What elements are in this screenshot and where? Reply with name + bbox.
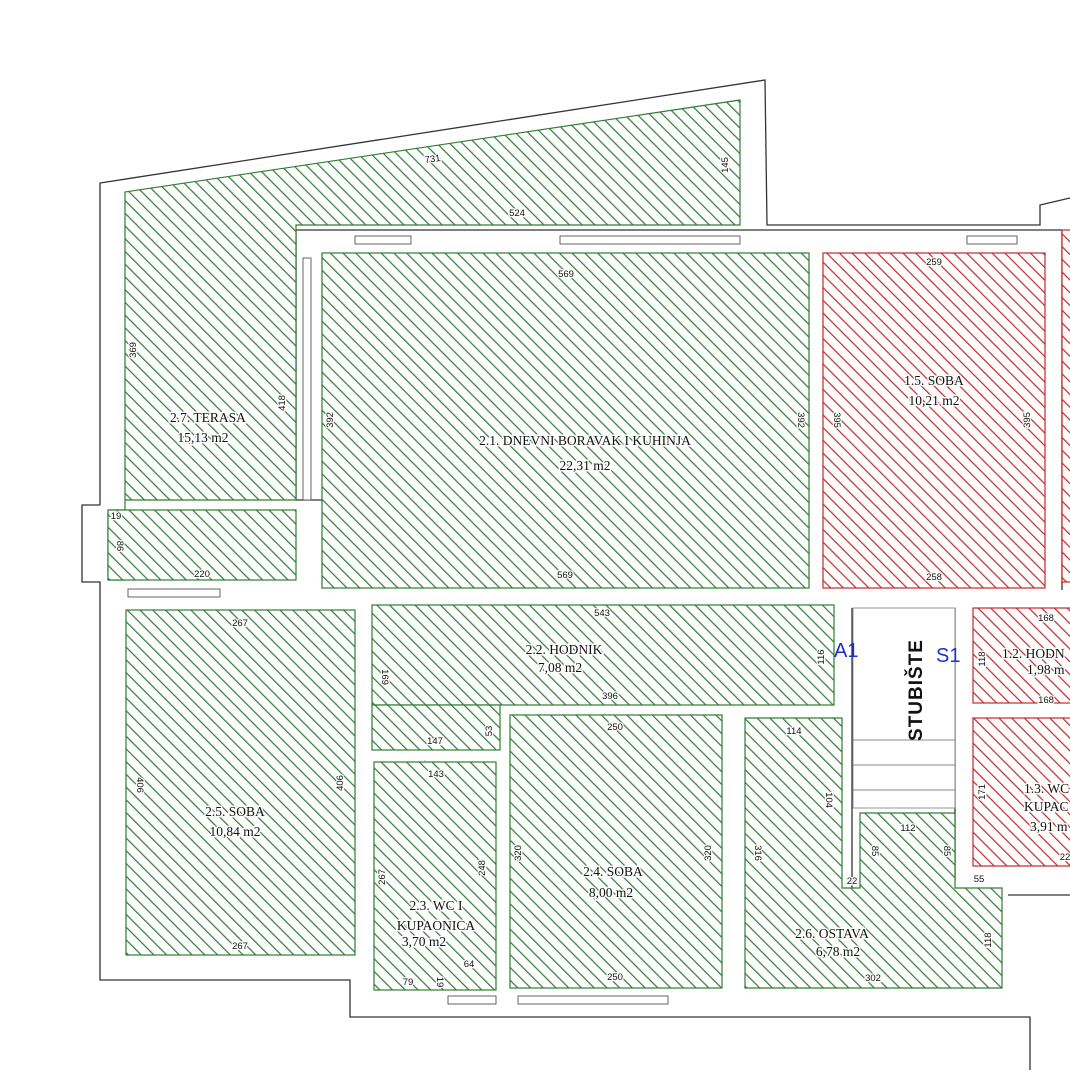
dimension-labels: 731 145 524 369 418 19 86 220 569 392 39… (109, 152, 1070, 990)
room-2-6-area-label: 6,78 m2 (816, 944, 860, 959)
dim-label: 569 (558, 269, 574, 280)
room-1-3-area-label: 3,91 m (1030, 819, 1068, 834)
room-2-3-name-line2: KUPAONICA (397, 918, 476, 933)
room-2-3-name-line1: 2.3. WC I (410, 898, 464, 913)
dim-label: 369 (128, 342, 139, 358)
room-1-5-name: 1.5. SOBA (904, 373, 964, 388)
room-2-2-area (371, 604, 835, 706)
dim-label: 258 (926, 572, 942, 583)
dim-label: 143 (428, 769, 444, 780)
room-labels: 2.7. TERASA 15,13 m2 2.1. DNEVNI BORAVAK… (169, 372, 1070, 961)
dim-label: 406 (335, 775, 346, 791)
room-2-7-area-label: 15,13 m2 (177, 430, 228, 445)
stair-label: STUBIŠTE (905, 639, 927, 741)
dim-label: 392 (325, 412, 336, 428)
dim-label: 104 (823, 792, 834, 808)
dim-label: 220 (194, 569, 210, 580)
dim-label: 302 (865, 973, 881, 984)
dim-label: 524 (509, 208, 525, 219)
tag-s1: S1 (936, 645, 960, 667)
dim-label: 19 (434, 977, 445, 988)
room-2-3-area (373, 761, 497, 991)
room-2-3-area-label: 3,70 m2 (402, 934, 446, 949)
dim-label: 395 (1022, 412, 1033, 428)
dim-label: 250 (607, 722, 623, 733)
dim-label: 320 (703, 845, 714, 861)
room-2-6-area (744, 717, 1003, 989)
room-1-3-area (972, 717, 1070, 867)
dim-label: 320 (513, 845, 524, 861)
dim-label: 171 (977, 784, 988, 800)
dim-label: 55 (974, 874, 985, 885)
room-2-4-area-label: 8,00 m2 (589, 885, 633, 900)
dim-label: 267 (377, 869, 388, 885)
room-2-7-strip (107, 509, 297, 581)
room-2-5-area-label: 10,84 m2 (209, 824, 260, 839)
dim-label: 731 (424, 153, 441, 166)
dim-label: 147 (427, 736, 443, 747)
dim-label: 396 (602, 691, 618, 702)
dim-label: 22 (1060, 852, 1070, 863)
room-2-2-name: 2.2. HODNIK (526, 642, 603, 657)
dim-label: 116 (816, 649, 827, 664)
room-2-6-name: 2.6. OSTAVA (795, 926, 869, 941)
dim-label: 169 (379, 669, 390, 685)
room-1-5-area (822, 252, 1046, 589)
tag-a1: A1 (834, 640, 858, 662)
room-edge-red (1061, 229, 1070, 583)
dim-label: 248 (477, 860, 488, 876)
room-2-4-area (509, 714, 723, 989)
dim-label: 85 (869, 846, 880, 857)
dim-label: 316 (752, 845, 763, 861)
dim-label: 418 (277, 395, 288, 411)
dim-label: 395 (831, 412, 842, 428)
room-2-4-name: 2.4. SOBA (583, 864, 643, 879)
dim-label: 118 (977, 651, 988, 666)
dim-label: 250 (607, 972, 623, 983)
room-2-5-name: 2.5. SOBA (205, 804, 265, 819)
room-2-5-area (125, 609, 356, 956)
room-2-7-name: 2.7. TERASA (170, 410, 246, 425)
staircase (852, 607, 956, 809)
dim-label: 118 (983, 932, 994, 947)
room-1-2-area (972, 607, 1070, 704)
dim-label: 64 (464, 959, 475, 970)
room-2-1-area-label: 22,31 m2 (559, 458, 610, 473)
room-2-1-area (321, 252, 810, 589)
dim-label: 112 (900, 823, 915, 834)
dim-label: 145 (720, 157, 731, 173)
room-1-5-area-label: 10,21 m2 (908, 393, 959, 408)
dim-label: 168 (1038, 613, 1054, 624)
dim-label: 114 (786, 726, 801, 737)
room-2-2-area-label: 7,08 m2 (538, 660, 582, 675)
dim-label: 53 (484, 726, 495, 737)
room-2-2-lower (371, 704, 501, 751)
dim-label: 569 (557, 570, 573, 581)
dim-label: 267 (232, 941, 248, 952)
dim-label: 19 (111, 511, 122, 522)
dim-label: 168 (1038, 695, 1054, 706)
dim-label: 406 (134, 777, 145, 793)
room-1-3-name-line1: 1.3. WC (1024, 781, 1069, 796)
dim-label: 267 (232, 618, 248, 629)
dim-label: 85 (941, 846, 952, 857)
dim-label: 259 (926, 257, 942, 268)
dim-label: 86 (114, 541, 125, 552)
room-1-2-name: 1.2. HODN (1002, 646, 1065, 661)
room-1-2-area-label: 1,98 m (1027, 662, 1065, 677)
dim-label: 392 (795, 412, 806, 428)
rooms (107, 99, 1070, 991)
room-2-1-name: 2.1. DNEVNI BORAVAK I KUHINJA (479, 433, 691, 448)
dim-label: 22 (847, 876, 858, 887)
room-1-3-name-line2: KUPAC (1024, 799, 1069, 814)
windows (127, 235, 1018, 1005)
dim-label: 543 (594, 608, 610, 619)
dim-label: 79 (403, 977, 414, 988)
